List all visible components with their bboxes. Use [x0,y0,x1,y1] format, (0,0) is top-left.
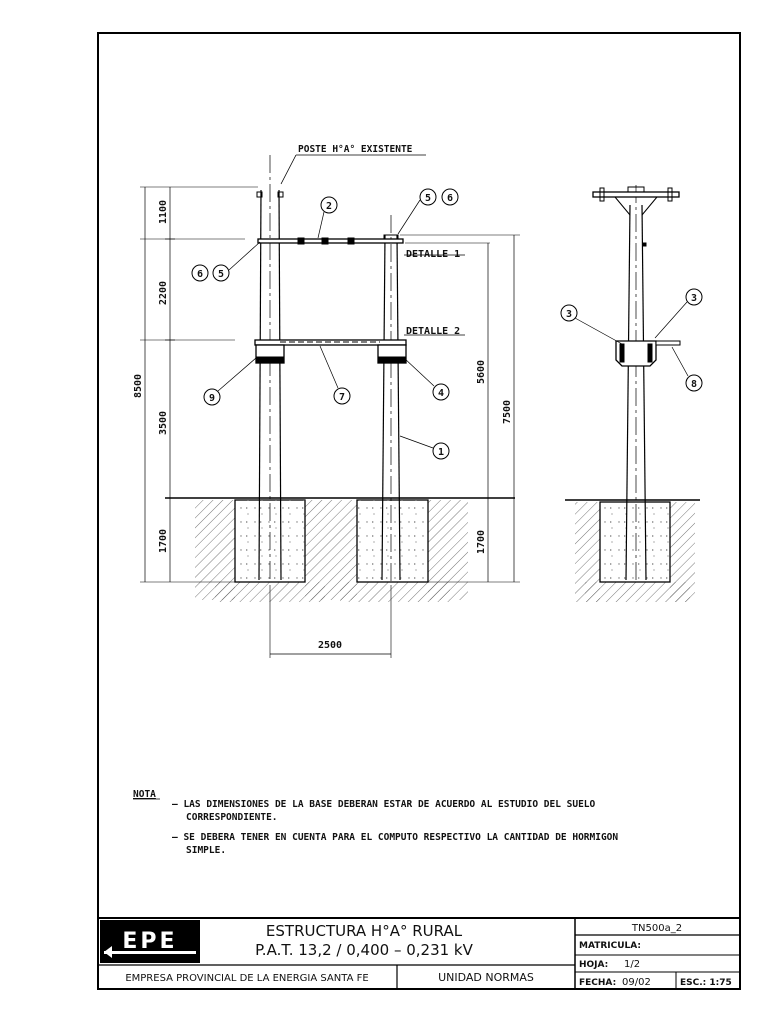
hoja-value: 1/2 [624,959,640,970]
epe-logo [100,920,200,963]
note-2-cont: SIMPLE. [186,845,226,856]
callout-6-left: 6 [197,269,203,280]
callout-6-top: 6 [447,193,453,204]
matricula-label: MATRICULA: [579,941,641,951]
notes-title: NOTA [133,789,156,800]
callout-7: 7 [339,392,345,403]
dim-8500: 8500 [133,374,144,398]
epe-logo-text: EPE [122,929,177,954]
soil-hatch [195,500,468,602]
title-line-2: P.A.T. 13,2 / 0,400 – 0,231 kV [255,941,474,959]
callout-3-left: 3 [566,309,572,320]
fecha-value: 09/02 [622,977,651,988]
callout-8: 8 [691,379,697,390]
callout-9: 9 [209,393,215,404]
dim-2200: 2200 [158,281,169,305]
callout-1: 1 [438,447,444,458]
side-view [560,185,703,602]
front-view [140,154,520,658]
dim-1700-left: 1700 [158,529,169,553]
sheet-border [97,32,741,990]
upper-crossarm [257,238,404,244]
notes: NOTA – LAS DIMENSIONES DE LA BASE DEBERA… [133,789,618,856]
dim-1100: 1100 [158,200,169,224]
callout-2: 2 [326,201,332,212]
side-top-crossarm [592,191,680,198]
title-block: EPE [98,917,740,989]
scale-label: ESC.: 1:75 [680,978,732,988]
dim-7500: 7500 [502,400,513,424]
callout-5-top: 5 [425,193,431,204]
dim-5600: 5600 [476,360,487,384]
note-1: – LAS DIMENSIONES DE LA BASE DEBERAN EST… [172,799,596,810]
dim-1700-right: 1700 [476,530,487,554]
company-name: EMPRESA PROVINCIAL DE LA ENERGIA SANTA F… [125,973,368,984]
right-pole [381,234,386,581]
title-line-1: ESTRUCTURA H°A° RURAL [266,922,463,940]
callout-5-left: 5 [218,269,224,280]
detail-1-label: DETALLE 1 [406,249,460,260]
callout-3-right: 3 [691,293,697,304]
note-2: – SE DEBERA TENER EN CUENTA PARA EL COMP… [172,832,618,843]
note-1-cont: CORRESPONDIENTE. [186,812,278,823]
hoja-label: HOJA: [579,960,608,970]
drawing-code: TN500a_2 [631,923,682,934]
left-pole [258,189,262,581]
fecha-label: FECHA: [579,978,616,988]
detail-2-label: DETALLE 2 [406,326,460,337]
dim-3500: 3500 [158,411,169,435]
callout-4: 4 [438,388,444,399]
dim-2500: 2500 [318,640,342,651]
existing-pole-label: POSTE H°A° EXISTENTE [298,144,413,155]
side-pole [625,204,631,581]
unit-name: UNIDAD NORMAS [438,971,534,984]
